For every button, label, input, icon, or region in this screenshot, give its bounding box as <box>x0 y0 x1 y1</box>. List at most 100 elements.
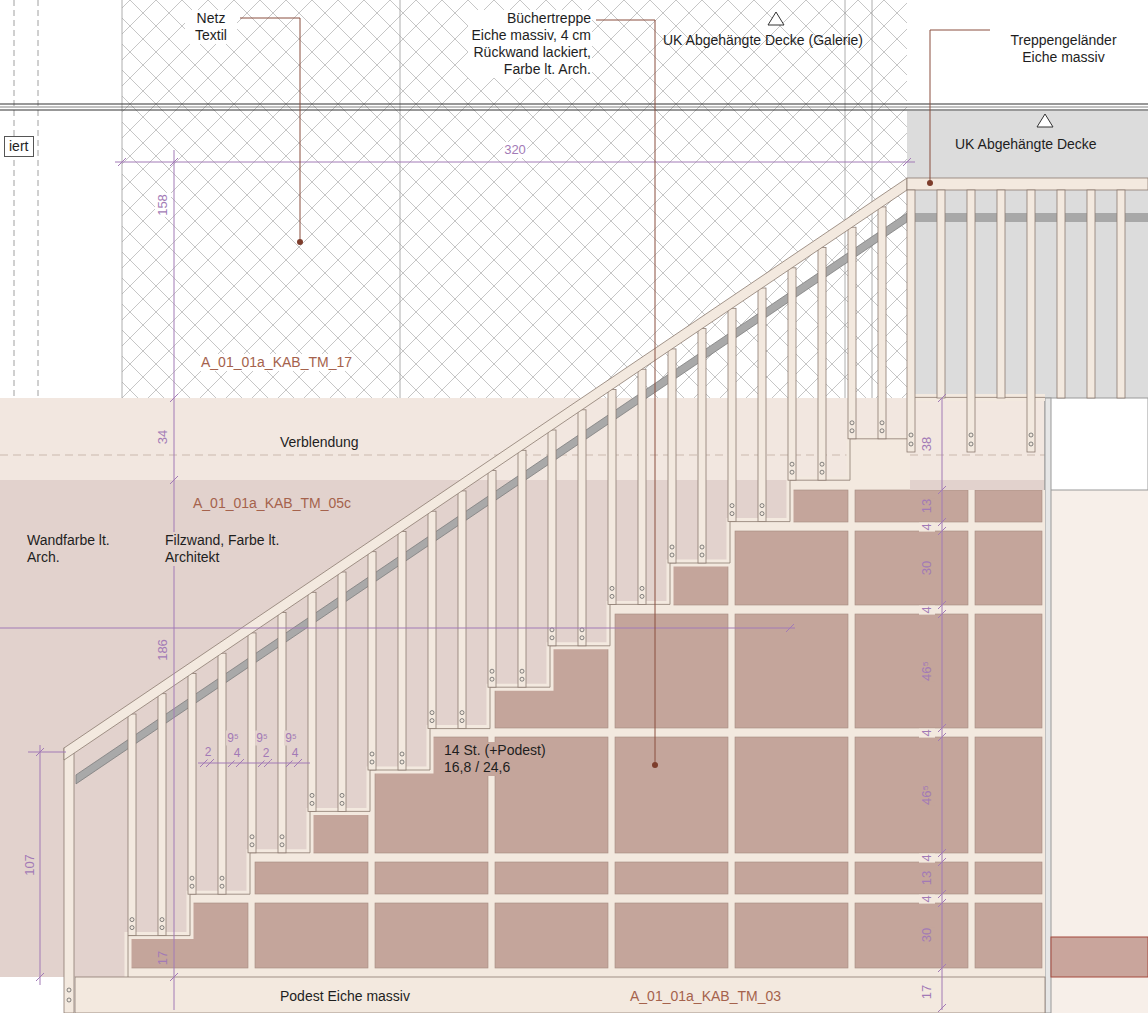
dimension: 34 <box>155 429 171 445</box>
screw <box>760 504 764 508</box>
screw <box>850 421 854 425</box>
dimension: 320 <box>503 142 527 158</box>
landing <box>75 977 1045 1013</box>
baluster <box>578 410 586 646</box>
screw <box>610 586 614 590</box>
shelf-compartment <box>975 737 1042 853</box>
leader-dot <box>927 180 933 186</box>
baluster <box>698 329 706 563</box>
screw <box>640 586 644 590</box>
screw <box>640 594 644 598</box>
shelf-compartment <box>615 737 728 853</box>
baluster <box>308 592 316 811</box>
wall-opening <box>1045 398 1148 490</box>
dimension-tick <box>938 527 946 535</box>
screw <box>969 442 973 446</box>
screw <box>67 998 71 1002</box>
baluster <box>608 390 616 605</box>
handrail <box>64 178 907 760</box>
dimension-tick <box>938 849 946 857</box>
baluster <box>218 653 226 894</box>
dimension-tick <box>938 899 946 907</box>
screw <box>700 545 704 549</box>
dimension-tick <box>938 733 946 741</box>
screw <box>430 711 434 715</box>
material-note: Treppengeländer Eiche massiv <box>995 32 1132 66</box>
screw <box>67 988 71 992</box>
screw <box>370 760 374 764</box>
material-note: Verblendung <box>280 434 359 451</box>
grab-rail <box>76 213 907 784</box>
leader-dot <box>652 762 658 768</box>
screw <box>820 462 824 466</box>
dimension: 9⁵ <box>226 731 240 746</box>
screw <box>340 801 344 805</box>
dimension: 4 <box>919 894 935 903</box>
slab-edge <box>0 103 1148 104</box>
material-note: Podest Eiche massiv <box>280 988 410 1005</box>
book-shelf <box>128 398 1045 977</box>
screw <box>1029 433 1033 437</box>
shelf-compartment <box>735 903 848 968</box>
shelf-compartment <box>735 737 848 853</box>
screw <box>400 752 404 756</box>
shelf-compartment <box>615 862 728 894</box>
screw <box>760 512 764 516</box>
screw <box>730 504 734 508</box>
net-post-line <box>122 0 123 398</box>
shelf-compartment <box>855 737 968 853</box>
dimension: 17 <box>919 984 935 1000</box>
dimension: 38 <box>919 436 935 452</box>
shelf-compartment <box>855 531 968 605</box>
shelf-compartment <box>495 903 608 968</box>
floor-section <box>1051 937 1148 977</box>
screw <box>880 421 884 425</box>
shelf-compartment <box>735 862 848 894</box>
shelf-compartment <box>855 903 968 968</box>
screw <box>850 429 854 433</box>
leader-line <box>596 20 655 765</box>
dimension: 4 <box>919 605 935 614</box>
stair-note: 14 St. (+Podest) 16,8 / 24,6 <box>443 742 570 776</box>
hidden-edge <box>38 0 39 398</box>
baluster <box>548 430 556 646</box>
screw <box>730 512 734 516</box>
shelf-compartment <box>975 614 1042 728</box>
wall-section <box>1045 398 1051 1013</box>
gallery-baluster <box>1087 190 1095 398</box>
shelf-compartment <box>855 490 968 522</box>
dimension: 13 <box>919 498 935 514</box>
screw <box>310 793 314 797</box>
screw <box>670 545 674 549</box>
dimension-tick <box>938 601 946 609</box>
dimension-line <box>174 150 175 1010</box>
dimension-tick <box>903 158 911 166</box>
shelf-compartment <box>255 903 368 968</box>
shelf-compartment <box>615 903 728 968</box>
ceiling-zone: UK Abgehängte Decke <box>907 111 1148 171</box>
baluster <box>758 288 766 522</box>
baluster <box>518 450 526 687</box>
dimension: 30 <box>919 560 935 576</box>
baluster <box>188 674 196 895</box>
dimension: 186 <box>155 638 171 662</box>
screw <box>160 918 164 922</box>
baluster <box>398 532 406 771</box>
dimension-tick <box>938 486 946 494</box>
level-marker <box>768 12 784 25</box>
dimension: 107 <box>22 853 38 877</box>
baluster <box>668 349 676 563</box>
dimension-tick <box>938 724 946 732</box>
shelf-compartment <box>255 862 368 894</box>
dimension-tick <box>938 394 946 402</box>
gallery-handrail <box>907 178 1148 190</box>
baluster <box>638 369 646 604</box>
screw <box>130 926 134 930</box>
shelf-compartment <box>375 862 488 894</box>
shelf-compartment <box>975 862 1042 894</box>
baluster <box>488 471 496 688</box>
shelf-compartment <box>495 862 608 894</box>
baluster <box>368 552 376 770</box>
dimension: 9⁵ <box>255 731 269 746</box>
dimension-tick <box>786 624 794 632</box>
